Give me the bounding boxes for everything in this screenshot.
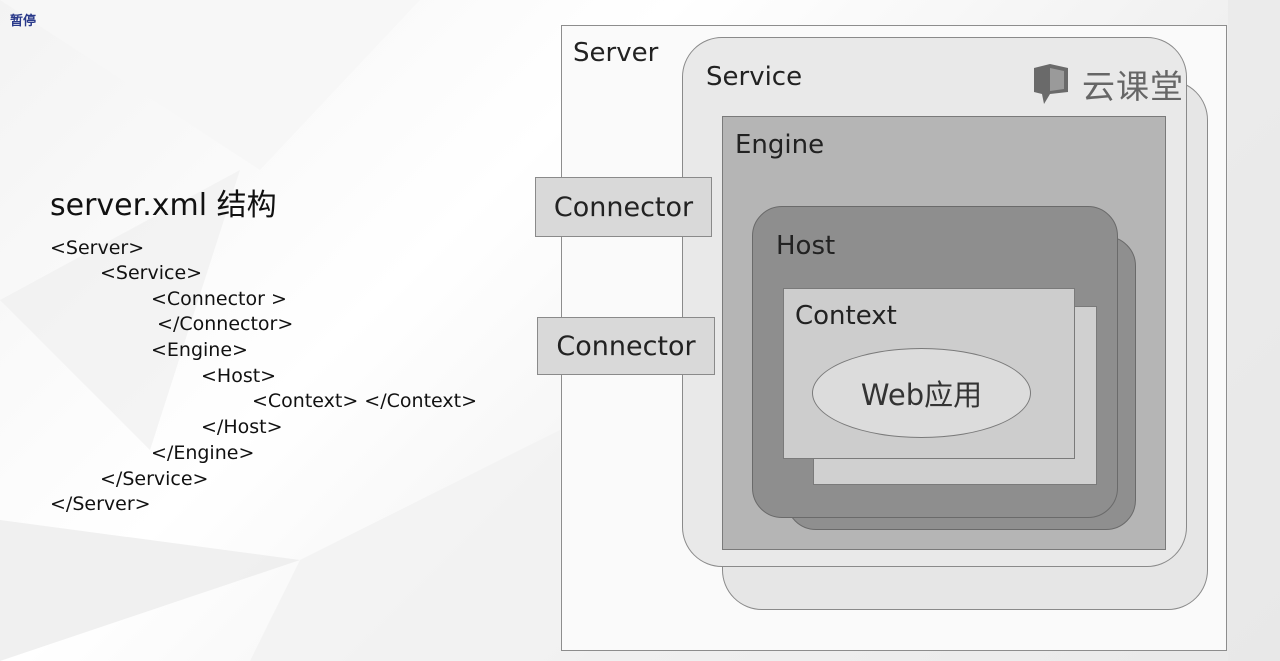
slide-title: server.xml 结构	[50, 188, 277, 223]
service-label: Service	[706, 62, 803, 92]
code-line: <Context> </Context>	[252, 390, 477, 412]
logo-text: 云课堂	[1082, 67, 1184, 106]
code-line: <Connector >	[151, 288, 287, 310]
engine-label: Engine	[735, 130, 825, 160]
code-line: </Server>	[50, 493, 151, 515]
context-label: Context	[795, 301, 897, 331]
code-line: </Connector>	[151, 313, 294, 335]
logo: 云课堂	[1030, 60, 1184, 108]
code-line: <Engine>	[151, 339, 248, 361]
webapp-ellipse: Web应用	[812, 348, 1031, 438]
code-line: <Host>	[201, 365, 277, 387]
code-line: </Host>	[201, 416, 283, 438]
speech-bubble-icon	[1034, 64, 1068, 104]
host-label: Host	[776, 231, 836, 261]
connector-box: Connector	[537, 317, 715, 375]
code-line: </Service>	[100, 468, 209, 490]
code-line: <Service>	[100, 262, 203, 284]
pause-button[interactable]: 暂停	[10, 14, 37, 29]
connector-box: Connector	[535, 177, 712, 237]
code-line: </Engine>	[151, 442, 255, 464]
code-line: <Server>	[50, 237, 145, 259]
server-label: Server	[573, 38, 659, 68]
